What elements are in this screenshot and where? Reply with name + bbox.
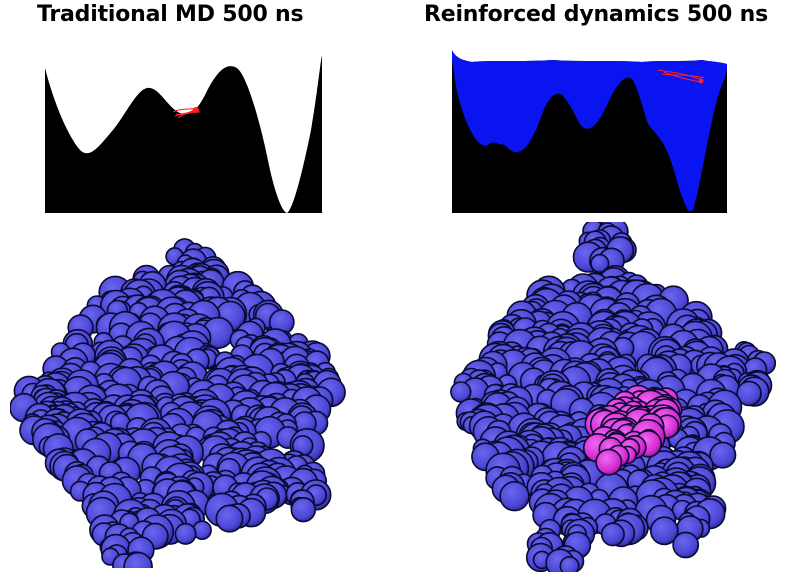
energy-landscape-reinforced-dynamics [452,50,727,213]
energy-landscape-traditional-md [45,50,322,213]
atom-sphere [649,516,679,546]
trajectory-end-point [698,78,704,84]
trajectory-line-3 [663,71,701,83]
atom-sphere [174,522,197,545]
atom-sphere [709,441,737,469]
protein-atoms [10,238,346,568]
protein-atoms [450,222,777,572]
atom-sphere [123,551,153,568]
explored-valley-core [452,68,690,213]
trajectory-line-2 [661,73,705,79]
protein-surface-reinforced-dynamics [450,222,777,572]
atom-sphere [590,253,610,274]
trajectory-end-point [193,107,199,113]
panel-title-traditional-md: Traditional MD 500 ns [37,2,304,27]
rd-trajectory [657,69,705,83]
atom-sphere [736,380,762,407]
atom-sphere [450,381,472,403]
atom-sphere [672,531,700,559]
atom-sphere [290,497,316,523]
deep-minimum-core [692,75,727,213]
protein-surface-traditional-md [10,238,346,568]
atom-sphere [600,522,625,547]
unexplored-region [45,50,322,213]
atom-sphere [559,556,580,572]
trajectory-line-1 [657,69,703,81]
atom-sphere [595,448,623,476]
atom-sphere [215,504,244,533]
unexplored-region [452,50,727,64]
protein-binding-pocket-highlight [582,384,683,476]
panel-title-reinforced-dynamics: Reinforced dynamics 500 ns [424,2,768,27]
sampled-region [452,50,727,211]
atom-sphere [499,481,530,512]
